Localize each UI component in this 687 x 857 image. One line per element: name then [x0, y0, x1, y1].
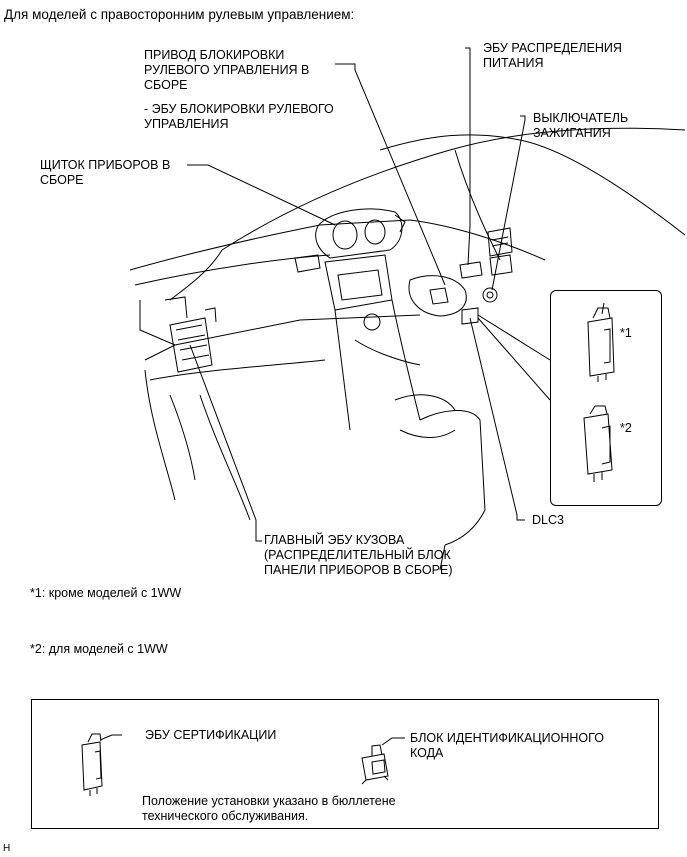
dashboard-outline — [129, 219, 546, 521]
corner-mark: H — [3, 843, 11, 854]
right-vent — [487, 227, 513, 257]
certification-ecu-illustration — [81, 733, 122, 796]
leader-dlc3 — [469, 317, 525, 521]
label-power-distribution-ecu: ЭБУ РАСПРЕДЕЛЕНИЯ ПИТАНИЯ — [483, 41, 622, 70]
label-ignition-switch: ВЫКЛЮЧАТЕЛЬ ЗАЖИГАНИЯ — [533, 111, 629, 140]
leader-inset-top — [477, 314, 551, 361]
cabin-outline — [169, 127, 686, 301]
leader-ignition — [491, 115, 526, 291]
leader-lines — [187, 47, 551, 542]
center-console — [394, 394, 486, 571]
steering-column — [408, 254, 513, 325]
inset-ecu-variant-2 — [583, 405, 613, 482]
variant-2-mark: *2 — [620, 421, 632, 435]
leader-inset-bottom — [477, 317, 551, 401]
label-steering-lock-actuator: ПРИВОД БЛОКИРОВКИ РУЛЕВОГО УПРАВЛЕНИЯ В … — [144, 48, 310, 92]
junction-block — [164, 296, 217, 373]
label-id-code-box: БЛОК ИДЕНТИФИКАЦИОННОГО КОДА — [410, 731, 604, 760]
label-main-body-ecu: ГЛАВНЫЙ ЭБУ КУЗОВА (РАСПРЕДЕЛИТЕЛЬНЫЙ БЛ… — [264, 533, 453, 577]
installation-note-box — [31, 699, 659, 829]
footnote-2: *2: для моделей с 1WW — [30, 642, 168, 656]
leader-power-dist — [465, 47, 471, 266]
instrument-cluster-shape — [315, 208, 406, 259]
leader-steering-lock — [335, 63, 446, 286]
ecu-variant-inset — [550, 290, 662, 506]
leader-main-body-ecu — [189, 344, 262, 542]
label-instrument-cluster: ЩИТОК ПРИБОРОВ В СБОРЕ — [40, 158, 171, 187]
footnote-1: *1: кроме моделей с 1WW — [30, 586, 182, 600]
variant-1-mark: *1 — [620, 326, 632, 340]
leader-instrument-cluster — [187, 164, 336, 226]
inset-ecu-variant-1 — [587, 302, 615, 382]
installation-note-text: Положение установки указано в бюллетене … — [142, 794, 396, 823]
label-dlc3: DLC3 — [532, 513, 564, 527]
label-steering-lock-ecu: - ЭБУ БЛОКИРОВКИ РУЛЕВОГО УПРАВЛЕНИЯ — [144, 102, 334, 131]
label-certification-ecu: ЭБУ СЕРТИФИКАЦИИ — [145, 728, 277, 742]
id-code-box-illustration — [361, 737, 405, 785]
page-heading: Для моделей с правосторонним рулевым упр… — [4, 7, 355, 22]
center-stack — [294, 254, 421, 431]
